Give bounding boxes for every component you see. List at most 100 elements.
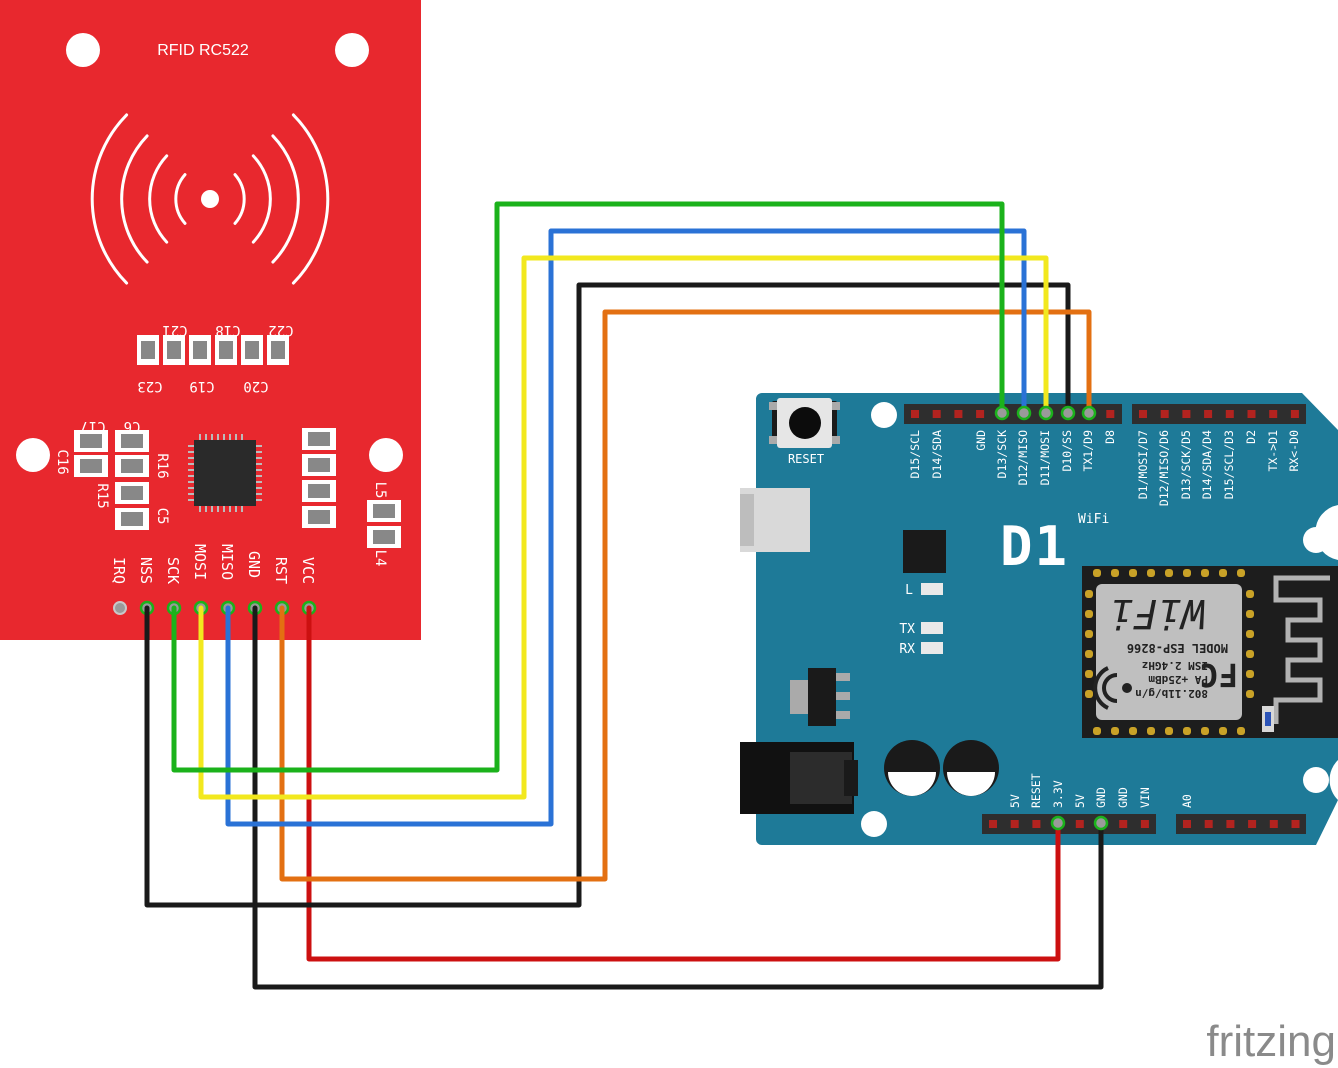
pin-irq[interactable] bbox=[113, 601, 127, 615]
electrolytic-capacitors bbox=[884, 740, 999, 796]
wire-vcc[interactable] bbox=[306, 605, 1061, 962]
part-label: C22 bbox=[268, 322, 293, 338]
header-pin[interactable] bbox=[1204, 820, 1213, 828]
header-pin[interactable] bbox=[1247, 410, 1256, 418]
wires bbox=[144, 201, 1109, 990]
wire-rst[interactable] bbox=[279, 309, 1092, 882]
bottom-pin-label: VIN bbox=[1138, 787, 1152, 808]
header-pin[interactable] bbox=[1139, 410, 1147, 418]
header-pin[interactable] bbox=[1106, 410, 1115, 418]
top-pin-label: D14/SDA/D4 bbox=[1200, 430, 1214, 499]
mount-hole bbox=[1303, 767, 1329, 793]
capacitor-array bbox=[137, 335, 289, 365]
mount-hole bbox=[335, 33, 369, 67]
part-label: C20 bbox=[243, 378, 268, 394]
module-text: MODEL ESP-8266 bbox=[1127, 641, 1228, 655]
pin-label-irq: IRQ bbox=[110, 557, 128, 584]
reset-button[interactable] bbox=[769, 398, 840, 448]
module-text: ISM 2.4GHz bbox=[1142, 659, 1208, 672]
header-pin[interactable] bbox=[1032, 820, 1041, 828]
d1-pin-d12[interactable] bbox=[1016, 405, 1032, 421]
header-pin[interactable] bbox=[1269, 410, 1278, 418]
led-l bbox=[921, 583, 943, 595]
led-label-l: L bbox=[905, 583, 913, 598]
part-label: C18 bbox=[215, 322, 240, 338]
header-pin[interactable] bbox=[1075, 820, 1084, 828]
d1-logo: D1 bbox=[1000, 515, 1069, 578]
part-label: C21 bbox=[162, 322, 187, 338]
header-pin[interactable] bbox=[954, 410, 963, 418]
header-pin[interactable] bbox=[911, 410, 919, 418]
antenna-icon bbox=[90, 113, 330, 285]
wire-mosi[interactable] bbox=[198, 255, 1049, 800]
d1-top-header bbox=[904, 404, 1306, 424]
part-label: C6 bbox=[124, 418, 141, 434]
bottom-pin-label: A0 bbox=[1180, 794, 1194, 808]
top-pin-label: GND bbox=[974, 430, 988, 451]
smd-pads-right bbox=[302, 428, 401, 548]
d1-pin-d13[interactable] bbox=[994, 405, 1010, 421]
header-pin[interactable] bbox=[1010, 820, 1019, 828]
d1-board: RESET L TX RX bbox=[740, 393, 1338, 845]
header-pin[interactable] bbox=[989, 820, 997, 828]
top-pin-label: D1/MOSI/D7 bbox=[1136, 430, 1150, 499]
top-pin-label: D10/SS bbox=[1060, 430, 1074, 472]
part-label: L5 bbox=[372, 482, 388, 499]
reset-label: RESET bbox=[788, 452, 824, 466]
header-pin[interactable] bbox=[1160, 410, 1169, 418]
header-pin[interactable] bbox=[1290, 410, 1299, 418]
header-pin[interactable] bbox=[976, 410, 985, 418]
top-pin-label: D15/SCL bbox=[908, 430, 922, 479]
d1-pin-3v3[interactable] bbox=[1050, 815, 1066, 831]
header-pin[interactable] bbox=[1140, 820, 1149, 828]
header-pin[interactable] bbox=[1182, 410, 1191, 418]
header-pin[interactable] bbox=[1269, 820, 1278, 828]
wifi-icon bbox=[1093, 666, 1132, 710]
mount-hole bbox=[369, 438, 403, 472]
module-text: 802.11b/g/n bbox=[1135, 687, 1208, 700]
top-pin-label: D11/MOSI bbox=[1038, 430, 1052, 485]
d1-pin-d11[interactable] bbox=[1038, 405, 1054, 421]
top-pin-label: D12/MISO bbox=[1016, 430, 1030, 485]
header-pin[interactable] bbox=[1183, 820, 1191, 828]
top-pin-label: TX->D1 bbox=[1266, 430, 1280, 472]
part-label: C19 bbox=[189, 378, 214, 394]
wire-nss[interactable] bbox=[144, 282, 1071, 908]
bottom-pin-label: 5V bbox=[1008, 794, 1022, 808]
wire-sck[interactable] bbox=[171, 201, 1005, 773]
pin-label-miso: MISO bbox=[218, 544, 236, 580]
module-text: WiFi bbox=[1110, 590, 1206, 636]
header-pin[interactable] bbox=[932, 410, 941, 418]
part-label: C16 bbox=[54, 449, 70, 474]
header-pin[interactable] bbox=[1248, 820, 1257, 828]
bottom-pin-label: 3.3V bbox=[1051, 780, 1065, 808]
mount-hole bbox=[871, 402, 897, 428]
header-pin[interactable] bbox=[1291, 820, 1300, 828]
header-pin[interactable] bbox=[1225, 410, 1234, 418]
part-label: C23 bbox=[137, 378, 162, 394]
bottom-pin-label: 5V bbox=[1073, 794, 1087, 808]
wifi-label: WiFi bbox=[1078, 512, 1109, 527]
fcc-logo: FC bbox=[1199, 656, 1238, 694]
header-pin[interactable] bbox=[1226, 820, 1235, 828]
led-label-tx: TX bbox=[899, 622, 915, 637]
pin-label-mosi: MOSI bbox=[191, 544, 209, 580]
pin-label-sck: SCK bbox=[164, 557, 182, 584]
wire-miso[interactable] bbox=[225, 228, 1027, 827]
top-pin-label: D13/SCK bbox=[995, 430, 1009, 479]
part-label: C17 bbox=[80, 418, 105, 434]
top-pin-label: TX1/D9 bbox=[1081, 430, 1095, 472]
rfid-board: RFID RC522 C21 C18 C22 C23 C bbox=[0, 0, 421, 640]
header-pin[interactable] bbox=[1204, 410, 1213, 418]
d1-pin-d10[interactable] bbox=[1060, 405, 1076, 421]
pin-label-vcc: VCC bbox=[299, 557, 317, 584]
d1-pin-gnd[interactable] bbox=[1093, 815, 1109, 831]
led-tx bbox=[921, 622, 943, 634]
module-text: PA +25dBm bbox=[1148, 673, 1208, 686]
fritzing-watermark: fritzing bbox=[1206, 1017, 1336, 1066]
d1-pin-d9[interactable] bbox=[1081, 405, 1097, 421]
usb-port bbox=[740, 488, 810, 552]
header-pin[interactable] bbox=[1119, 820, 1128, 828]
rfid-chip bbox=[188, 434, 262, 512]
